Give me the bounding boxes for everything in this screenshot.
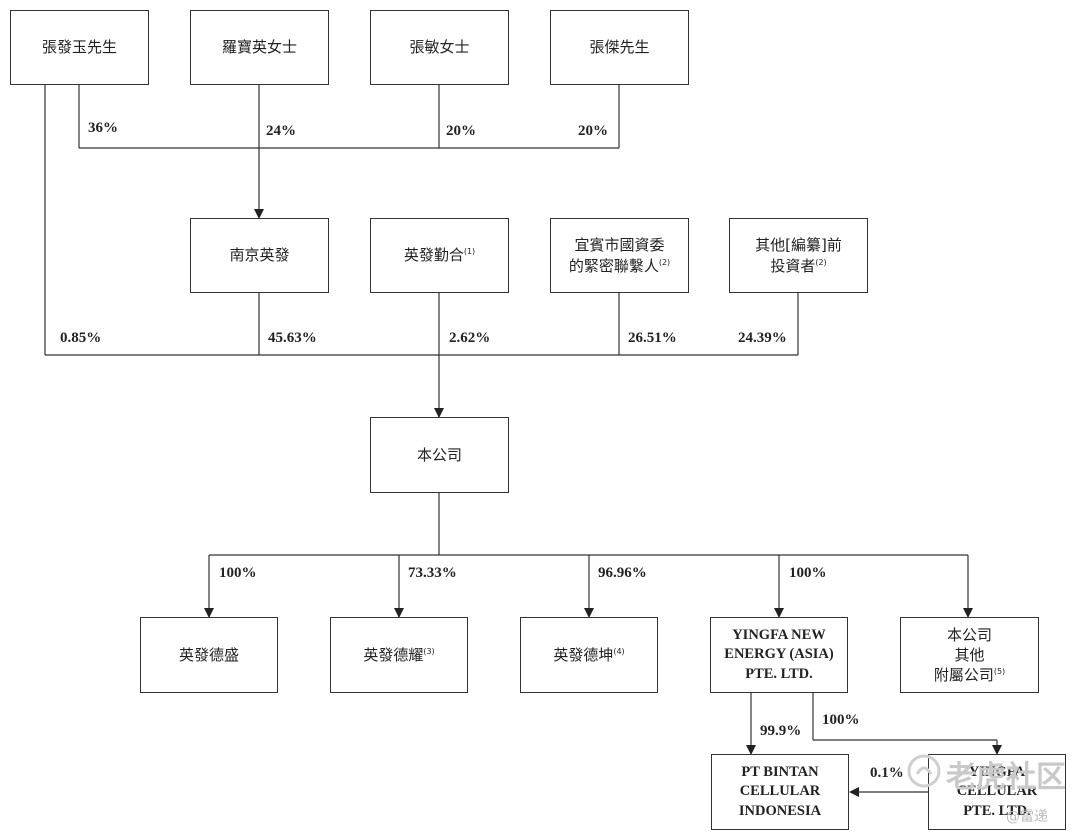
pct-yibin-company: 26.51% — [628, 330, 677, 346]
watermark-sub-text: 雷递 — [1020, 809, 1048, 825]
entity-name-line3: 附屬公司 — [933, 666, 994, 685]
entity-yingfa-qinhe: 英發勤合(1) — [370, 218, 509, 293]
subsidiary-yingfa-asia: YINGFA NEW ENERGY (ASIA) PTE. LTD. — [710, 617, 848, 693]
subsidiary-dekun: 英發德坤(4) — [520, 617, 658, 693]
entity-name: 英發德坤 — [553, 645, 614, 664]
shareholder-luo-baoying: 羅寶英女士 — [190, 10, 329, 85]
pct-cellular-bintan: 0.1% — [870, 765, 904, 781]
entity-name: 英發勤合 — [403, 246, 464, 265]
entity-name-line3: PTE. LTD. — [745, 665, 813, 682]
entity-name-line3: PTE. LTD. — [963, 802, 1031, 819]
tiger-community-icon — [907, 754, 941, 788]
entity-name-line2: CELLULAR — [956, 783, 1038, 800]
entity-name-line1: 宜賓市國資委 — [574, 236, 665, 255]
shareholder-zhang-fayu: 張發玉先生 — [10, 10, 149, 85]
entity-yingfa-cellular: YINGFA CELLULAR PTE. LTD. — [928, 754, 1066, 830]
shareholder-name: 張發玉先生 — [41, 38, 117, 57]
entity-nanjing-yingfa: 南京英發 — [190, 218, 329, 293]
pct-zhang-jie-nanjing: 20% — [578, 123, 608, 139]
pct-desheng: 100% — [219, 565, 257, 581]
shareholder-zhang-min: 張敏女士 — [370, 10, 509, 85]
entity-name-line1: YINGFA — [968, 764, 1026, 781]
pct-zhang-fayu-nanjing: 36% — [88, 120, 118, 136]
entity-name-line2: 其他 — [954, 645, 985, 664]
entity-name-line1: PT BINTAN — [741, 764, 819, 781]
footnote-marker: (4) — [613, 646, 625, 656]
shareholder-name: 張傑先生 — [589, 38, 650, 57]
entity-name: 英發德盛 — [178, 645, 239, 664]
entity-company: 本公司 — [370, 417, 509, 493]
entity-name-line2: CELLULAR — [739, 783, 821, 800]
entity-name: 南京英發 — [229, 246, 290, 265]
entity-name-line1: YINGFA NEW — [732, 627, 826, 644]
entity-name-line3: INDONESIA — [738, 802, 822, 819]
subsidiary-other: 本公司 其他 附屬公司(5) — [900, 617, 1039, 693]
entity-name-line2: 的緊密聯繫人 — [568, 256, 659, 275]
subsidiary-deyao: 英發德耀(3) — [330, 617, 468, 693]
pct-luo-baoying-nanjing: 24% — [266, 123, 296, 139]
entity-name-line1: 本公司 — [946, 625, 992, 644]
watermark-sub: @雷递 — [1006, 806, 1048, 826]
shareholder-zhang-jie: 張傑先生 — [550, 10, 689, 85]
entity-other-investors: 其他[編纂]前 投資者(2) — [729, 218, 868, 293]
entity-yibin-associate: 宜賓市國資委 的緊密聯繫人(2) — [550, 218, 689, 293]
subsidiary-desheng: 英發德盛 — [140, 617, 278, 693]
watermark-logo-icon — [905, 752, 943, 794]
pct-deyao: 73.33% — [408, 565, 457, 581]
entity-name-line1: 其他[編纂]前 — [755, 236, 842, 255]
pct-zhang-min-nanjing: 20% — [446, 123, 476, 139]
pct-nanjing-company: 45.63% — [268, 330, 317, 346]
pct-asia: 100% — [789, 565, 827, 581]
pct-asia-cellular: 100% — [822, 712, 860, 728]
footnote-marker: (2) — [658, 257, 671, 267]
pct-dekun: 96.96% — [598, 565, 647, 581]
company-name: 本公司 — [416, 445, 462, 464]
footnote-marker: (5) — [993, 667, 1006, 677]
footnote-marker: (1) — [463, 247, 476, 257]
entity-name-line2: 投資者 — [770, 256, 816, 275]
at-icon: @ — [1006, 809, 1020, 825]
pct-qinhe-company: 2.62% — [449, 330, 491, 346]
watermark-text: 老虎社区 — [946, 760, 1066, 795]
shareholder-name: 羅寶英女士 — [221, 38, 297, 57]
pct-asia-bintan: 99.9% — [760, 723, 802, 739]
pct-others-company: 24.39% — [738, 330, 787, 346]
footnote-marker: (3) — [423, 646, 435, 656]
shareholder-name: 張敏女士 — [409, 38, 470, 57]
entity-name-line2: ENERGY (ASIA) — [724, 646, 834, 663]
entity-name: 英發德耀 — [363, 645, 424, 664]
footnote-marker: (2) — [815, 257, 827, 267]
entity-pt-bintan: PT BINTAN CELLULAR INDONESIA — [711, 754, 849, 830]
pct-zhang-fayu-company: 0.85% — [60, 330, 102, 346]
